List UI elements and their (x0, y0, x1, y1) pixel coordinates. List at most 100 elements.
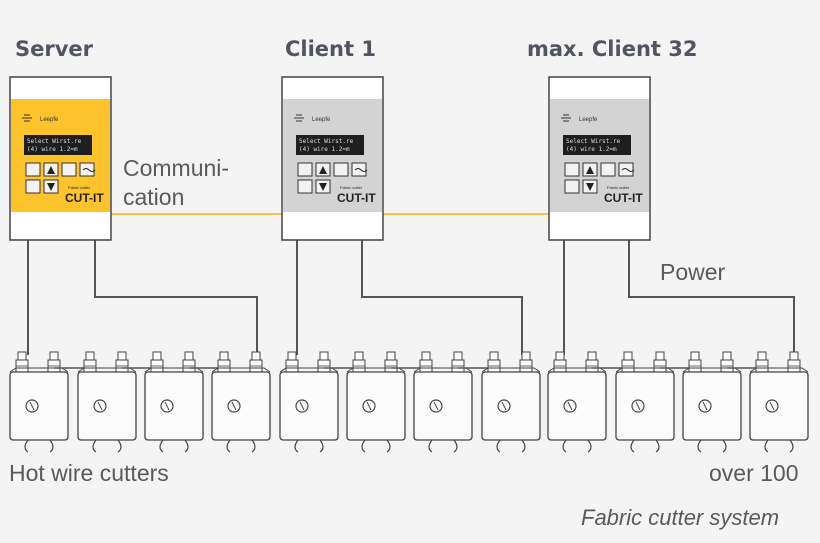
cable-gland-top (555, 351, 565, 361)
label-communication-1: Communi- (123, 155, 230, 181)
power-wire (94, 240, 258, 355)
knob-slot (29, 401, 35, 411)
lcd-line-2: (4) wire 1.2=m (27, 146, 78, 153)
hook-right-icon (453, 439, 458, 453)
arrow-up-icon (319, 166, 327, 174)
hook-left-icon (294, 439, 299, 453)
cable-gland-top (587, 351, 597, 361)
wave-icon (621, 168, 635, 172)
key-mode-icon (297, 179, 313, 194)
brand-logo-icon (561, 114, 571, 122)
hook-right-icon (655, 439, 660, 453)
cable-gland-top (17, 351, 27, 361)
arrow-down-icon (586, 183, 594, 191)
cutter-top-edge (346, 367, 406, 373)
cable-gland-top (655, 351, 665, 361)
hook-right-icon (184, 439, 189, 453)
key-menu-icon (618, 162, 634, 177)
lcd-line-1: Select Wirst.re (566, 138, 621, 145)
cable-gland-top (287, 351, 297, 361)
key-enter-icon (61, 162, 77, 177)
cable-gland-top (521, 351, 531, 361)
cutter-top-edge (682, 367, 742, 373)
cable-gland-top (319, 351, 329, 361)
cutter-body (346, 371, 406, 441)
cable-gland-top (690, 351, 700, 361)
knob-slot (433, 401, 439, 411)
cutter-body (279, 371, 339, 441)
hook-left-icon (697, 439, 702, 453)
cable-gland-top (757, 351, 767, 361)
arrow-up-icon (47, 166, 55, 174)
knob-slot (769, 401, 775, 411)
lcd-display (563, 135, 631, 155)
key-mode-icon (25, 179, 41, 194)
cable-gland-top (49, 351, 59, 361)
product-label: CUT-IT (337, 191, 376, 205)
hook-left-icon (496, 439, 501, 453)
arrow-down-icon (319, 183, 327, 191)
cutter-top-edge (144, 367, 204, 373)
key-menu-icon (79, 162, 95, 177)
hook-right-icon (722, 439, 727, 453)
lcd-line-1: Select Wirst.re (299, 138, 354, 145)
cutter-top-edge (413, 367, 473, 373)
hot-wire-cutter (77, 351, 157, 453)
key-mode-icon (564, 179, 580, 194)
cutter-body (481, 371, 541, 441)
key-enter-icon (600, 162, 616, 177)
label-hot-wire-cutters: Hot wire cutters (9, 460, 169, 486)
lcd-display (296, 135, 364, 155)
product-small-label: Fabric cutter (340, 185, 363, 190)
label-power: Power (660, 259, 726, 285)
hook-left-icon (159, 439, 164, 453)
hot-wire-cutter (413, 351, 494, 453)
knob-slot (97, 401, 103, 411)
title-server: Server (15, 37, 94, 61)
cutter-body (9, 371, 69, 441)
lcd-line-2: (4) wire 1.2=m (299, 146, 350, 153)
hook-left-icon (764, 439, 769, 453)
cutter-body (682, 371, 742, 441)
brand-label: Leepfe (312, 117, 331, 123)
key-power-icon (564, 162, 580, 177)
hot-wire-cutter (749, 351, 809, 453)
knob-slot (366, 401, 372, 411)
knob-slot (231, 401, 237, 411)
label-over-100: over 100 (709, 460, 799, 486)
brand-label: Leepfe (40, 117, 59, 123)
brand-logo-icon (294, 114, 304, 122)
title-client-32: max. Client 32 (527, 37, 698, 61)
knob-slot (164, 401, 170, 411)
product-small-label: Fabric cutter (607, 185, 630, 190)
knob-slot (501, 401, 507, 411)
hook-right-icon (789, 439, 794, 453)
product-label: CUT-IT (604, 191, 643, 205)
hook-right-icon (251, 439, 256, 453)
wave-icon (82, 168, 96, 172)
key-enter-icon (333, 162, 349, 177)
cable-gland-top (789, 351, 799, 361)
lcd-line-1: Select Wirst.re (27, 138, 82, 145)
cable-gland-top (453, 351, 463, 361)
lcd-line-2: (4) wire 1.2=m (566, 146, 617, 153)
hook-right-icon (587, 439, 592, 453)
hook-right-icon (319, 439, 324, 453)
cable-gland-top (386, 351, 396, 361)
power-wire (628, 240, 795, 355)
hook-left-icon (361, 439, 366, 453)
cable-gland-top (85, 351, 95, 361)
hot-wire-cutter (682, 351, 762, 453)
lcd-display (24, 135, 92, 155)
key-menu-icon (351, 162, 367, 177)
hook-left-icon (226, 439, 231, 453)
cutter-top-edge (9, 367, 69, 373)
knob-slot (299, 401, 305, 411)
hook-left-icon (428, 439, 433, 453)
